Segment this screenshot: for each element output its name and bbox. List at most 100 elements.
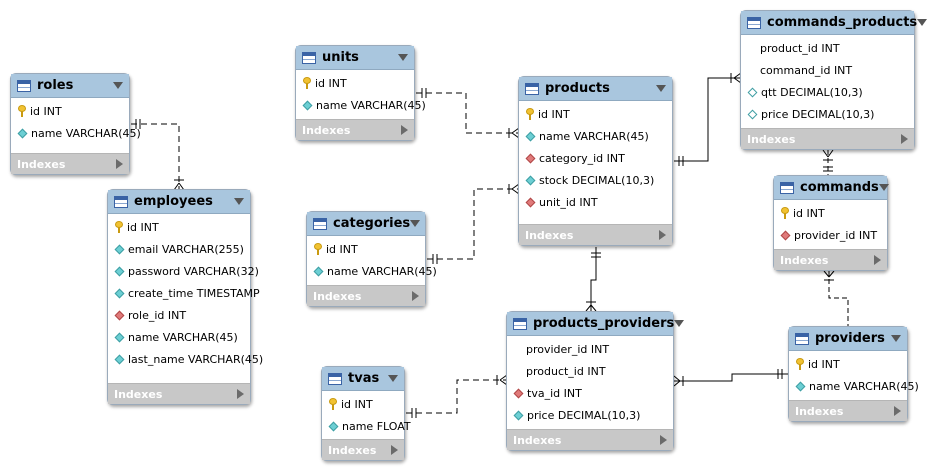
expand-arrow-icon[interactable] bbox=[901, 134, 908, 144]
column-row[interactable]: last_name VARCHAR(45) bbox=[108, 348, 263, 370]
indexes-section[interactable]: Indexes bbox=[108, 383, 250, 404]
column-row[interactable]: command_id INT bbox=[741, 59, 914, 81]
expand-arrow-icon[interactable] bbox=[401, 125, 408, 135]
rel-roles-employees-mark-one bbox=[135, 119, 141, 129]
column-row[interactable]: name VARCHAR(45) bbox=[519, 125, 672, 147]
column-row[interactable]: stock DECIMAL(10,3) bbox=[519, 169, 672, 191]
indexes-section[interactable]: Indexes bbox=[11, 153, 129, 174]
table-title: tvas bbox=[348, 371, 380, 386]
indexes-label: Indexes bbox=[795, 404, 844, 418]
expand-arrow-icon[interactable] bbox=[659, 230, 666, 240]
column-label: product_id INT bbox=[760, 41, 840, 55]
column-row[interactable]: id INT bbox=[108, 216, 250, 238]
table-icon bbox=[17, 79, 31, 92]
primary-key-icon bbox=[526, 108, 534, 120]
column-label: email VARCHAR(255) bbox=[128, 242, 244, 256]
collapse-caret-icon[interactable] bbox=[113, 82, 123, 89]
column-row[interactable]: create_time TIMESTAMP bbox=[108, 282, 260, 304]
table-header[interactable]: tvas bbox=[322, 367, 404, 391]
collapse-caret-icon[interactable] bbox=[891, 335, 901, 342]
indexes-section[interactable]: Indexes bbox=[741, 128, 914, 149]
table-header[interactable]: providers bbox=[789, 327, 907, 351]
column-row[interactable]: id INT bbox=[519, 103, 672, 125]
table-commands-products[interactable]: commands_products product_id INT command_i… bbox=[740, 10, 927, 150]
collapse-caret-icon[interactable] bbox=[398, 54, 408, 61]
table-header[interactable]: units bbox=[296, 46, 414, 70]
column-row[interactable]: name VARCHAR(45) bbox=[307, 260, 437, 282]
column-row[interactable]: name VARCHAR(45) bbox=[108, 326, 250, 348]
table-icon bbox=[747, 16, 761, 29]
indexes-section[interactable]: Indexes bbox=[519, 224, 672, 245]
column-row[interactable]: name VARCHAR(45) bbox=[789, 375, 919, 397]
collapse-caret-icon[interactable] bbox=[656, 85, 666, 92]
column-row[interactable]: id INT bbox=[789, 353, 907, 375]
table-header[interactable]: products_providers bbox=[507, 312, 685, 336]
column-row[interactable]: id INT bbox=[774, 202, 887, 224]
table-icon bbox=[780, 181, 794, 194]
expand-arrow-icon[interactable] bbox=[660, 435, 667, 445]
collapse-caret-icon[interactable] bbox=[388, 375, 398, 382]
column-label: provider_id INT bbox=[794, 228, 878, 242]
foreign-key-icon bbox=[114, 310, 125, 320]
table-products-providers[interactable]: products_providers provider_id INT product… bbox=[506, 311, 685, 451]
column-row[interactable]: id INT bbox=[11, 100, 129, 122]
collapse-caret-icon[interactable] bbox=[878, 184, 889, 191]
table-header[interactable]: categories bbox=[307, 212, 425, 236]
expand-arrow-icon[interactable] bbox=[116, 159, 123, 169]
indexes-section[interactable]: Indexes bbox=[322, 439, 404, 460]
column-row[interactable]: email VARCHAR(255) bbox=[108, 238, 250, 260]
expand-arrow-icon[interactable] bbox=[391, 445, 398, 455]
column-row[interactable]: name FLOAT bbox=[322, 415, 411, 437]
nullable-column-icon bbox=[747, 109, 758, 119]
column-row[interactable]: name VARCHAR(45) bbox=[11, 122, 141, 144]
table-header[interactable]: employees bbox=[108, 190, 250, 214]
column-row[interactable]: tva_id INT bbox=[507, 382, 673, 404]
column-row[interactable]: provider_id INT bbox=[774, 224, 887, 246]
column-row[interactable]: id INT bbox=[307, 238, 425, 260]
column-row[interactable]: password VARCHAR(32) bbox=[108, 260, 259, 282]
table-header[interactable]: products bbox=[519, 77, 672, 101]
column-row[interactable]: id INT bbox=[322, 393, 404, 415]
table-header[interactable]: commands bbox=[774, 176, 889, 200]
indexes-section[interactable]: Indexes bbox=[789, 400, 907, 421]
indexes-section[interactable]: Indexes bbox=[307, 285, 425, 306]
column-label: provider_id INT bbox=[526, 342, 610, 356]
column-row[interactable]: price DECIMAL(10,3) bbox=[507, 404, 673, 426]
collapse-caret-icon[interactable] bbox=[234, 198, 244, 205]
rel-categories-products-mark-many bbox=[508, 183, 520, 195]
rel-products-productsproviders-mark-many bbox=[585, 301, 597, 312]
column-row[interactable]: unit_id INT bbox=[519, 191, 672, 213]
expand-arrow-icon[interactable] bbox=[874, 255, 881, 265]
indexes-section[interactable]: Indexes bbox=[507, 429, 673, 450]
column-row[interactable]: provider_id INT bbox=[507, 338, 673, 360]
column-row[interactable]: category_id INT bbox=[519, 147, 672, 169]
collapse-caret-icon[interactable] bbox=[674, 320, 685, 327]
collapse-caret-icon[interactable] bbox=[410, 220, 421, 227]
table-header[interactable]: commands_products bbox=[741, 11, 927, 35]
table-header[interactable]: roles bbox=[11, 74, 129, 98]
collapse-caret-icon[interactable] bbox=[917, 19, 927, 26]
column-row[interactable]: price DECIMAL(10,3) bbox=[741, 103, 914, 125]
column-row[interactable]: product_id INT bbox=[507, 360, 673, 382]
indexes-section[interactable]: Indexes bbox=[774, 249, 887, 270]
expand-arrow-icon[interactable] bbox=[894, 406, 901, 416]
expand-arrow-icon[interactable] bbox=[412, 291, 419, 301]
expand-arrow-icon[interactable] bbox=[237, 389, 244, 399]
column-row[interactable]: product_id INT bbox=[741, 37, 914, 59]
column-row[interactable]: id INT bbox=[296, 72, 414, 94]
column-row[interactable]: name VARCHAR(45) bbox=[296, 94, 426, 116]
table-title: products_providers bbox=[533, 316, 675, 331]
indexes-section[interactable]: Indexes bbox=[296, 119, 414, 140]
column-row[interactable]: qtt DECIMAL(10,3) bbox=[741, 81, 914, 103]
column-row[interactable]: role_id INT bbox=[108, 304, 250, 326]
